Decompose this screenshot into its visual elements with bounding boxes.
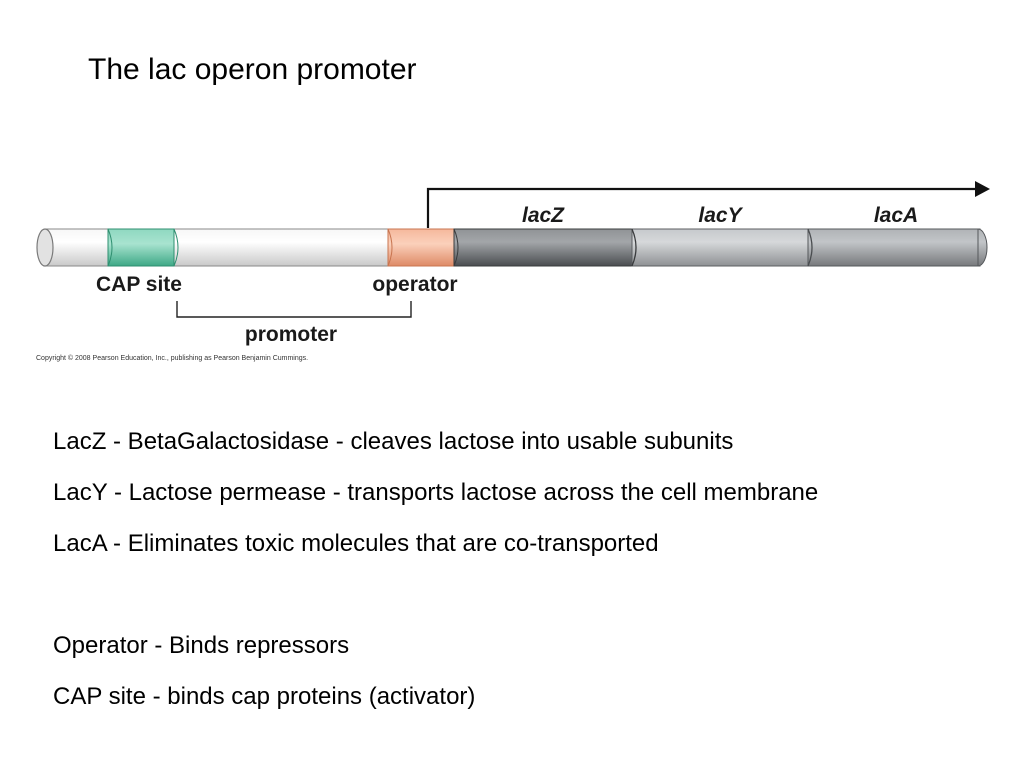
note-spacer bbox=[53, 577, 818, 628]
promoter-label: promoter bbox=[245, 323, 337, 346]
operator-label: operator bbox=[372, 273, 457, 296]
gene-label-lacy: lacY bbox=[698, 204, 743, 227]
notes-list: LacZ - BetaGalactosidase - cleaves lacto… bbox=[53, 424, 818, 730]
operator-segment bbox=[387, 228, 455, 267]
lacy-segment bbox=[631, 228, 809, 267]
note-lacy: LacY - Lactose permease - transports lac… bbox=[53, 479, 819, 506]
dna-right-end bbox=[977, 228, 988, 267]
note-operator: Operator - Binds repressors bbox=[53, 632, 350, 659]
note-laca: LacA - Eliminates toxic molecules that a… bbox=[53, 530, 659, 557]
dna-left-end bbox=[36, 228, 54, 267]
cap-site-segment bbox=[107, 228, 175, 267]
note-lacz: LacZ - BetaGalactosidase - cleaves lacto… bbox=[53, 428, 734, 455]
slide-title: The lac operon promoter bbox=[88, 53, 417, 86]
cap-site-label: CAP site bbox=[96, 273, 182, 296]
note-cap-site: CAP site - binds cap proteins (activator… bbox=[53, 683, 476, 710]
dna-upstream-segment bbox=[44, 228, 446, 267]
gene-label-lacz: lacZ bbox=[522, 204, 565, 227]
lac-operon-diagram: lacZ lacY lacA CAP site operator promote… bbox=[36, 181, 990, 362]
gene-label-laca: lacA bbox=[874, 204, 918, 227]
transcription-arrow bbox=[426, 181, 990, 228]
copyright-text: Copyright © 2008 Pearson Education, Inc.… bbox=[36, 354, 308, 362]
laca-segment bbox=[807, 228, 981, 267]
lacz-segment bbox=[453, 228, 633, 267]
dna-cylinder bbox=[36, 228, 988, 267]
promoter-bracket bbox=[176, 301, 412, 318]
